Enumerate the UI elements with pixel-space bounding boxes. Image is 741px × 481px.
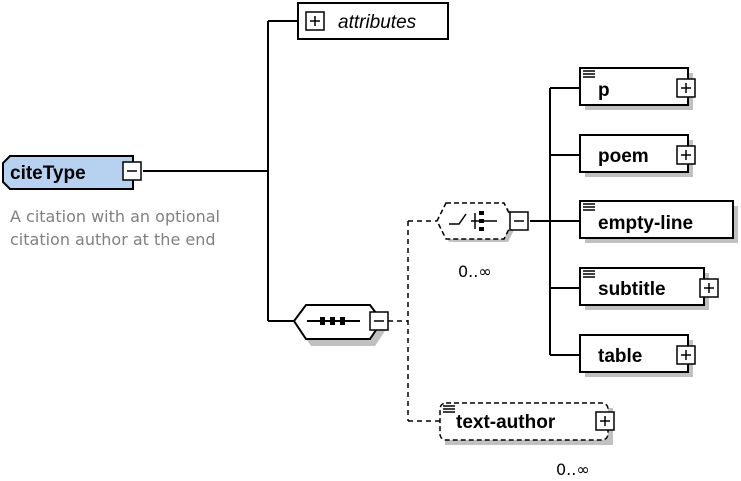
element-p-label: p bbox=[598, 80, 610, 101]
text-content-icon bbox=[443, 405, 455, 413]
element-poem-label: poem bbox=[598, 146, 649, 167]
element-text-author[interactable]: text-author 0..∞ bbox=[439, 402, 615, 479]
element-table-label: table bbox=[598, 346, 642, 367]
sequence-compositor[interactable] bbox=[292, 304, 389, 346]
root-doc-line-1: A citation with an optional bbox=[10, 207, 220, 226]
text-content-icon bbox=[583, 270, 595, 278]
element-text-author-expand-toggle[interactable] bbox=[595, 411, 615, 431]
element-table-expand-toggle[interactable] bbox=[676, 345, 696, 365]
root-element-box bbox=[2, 155, 134, 190]
element-empty-line-label: empty-line bbox=[598, 213, 693, 234]
connectors bbox=[143, 20, 580, 422]
root-element[interactable]: citeType A citation with an optional cit… bbox=[2, 155, 220, 249]
sequence-collapse-toggle[interactable] bbox=[369, 311, 389, 331]
attributes-node[interactable]: attributes bbox=[297, 2, 449, 40]
element-p[interactable]: p bbox=[579, 67, 696, 110]
text-content-icon bbox=[583, 203, 595, 211]
attributes-label: attributes bbox=[338, 12, 417, 33]
text-content-icon bbox=[583, 70, 595, 78]
choice-collapse-toggle[interactable] bbox=[509, 211, 529, 231]
element-table[interactable]: table bbox=[579, 334, 696, 377]
element-subtitle[interactable]: subtitle bbox=[579, 267, 719, 310]
attributes-expand-toggle[interactable] bbox=[305, 11, 325, 31]
choice-occurrence: 0..∞ bbox=[458, 262, 492, 281]
text-author-occurrence: 0..∞ bbox=[556, 460, 590, 479]
root-element-name: citeType bbox=[10, 163, 86, 184]
element-p-expand-toggle[interactable] bbox=[676, 78, 696, 98]
root-collapse-toggle[interactable] bbox=[122, 161, 142, 181]
element-subtitle-label: subtitle bbox=[598, 279, 666, 300]
root-doc-line-2: citation author at the end bbox=[10, 230, 216, 249]
element-text-author-label: text-author bbox=[456, 412, 556, 433]
element-subtitle-expand-toggle[interactable] bbox=[699, 278, 719, 298]
element-poem[interactable]: poem bbox=[579, 134, 696, 177]
element-empty-line[interactable]: empty-line bbox=[579, 200, 738, 243]
choice-compositor[interactable]: 0..∞ bbox=[436, 202, 529, 281]
element-poem-expand-toggle[interactable] bbox=[676, 145, 696, 165]
